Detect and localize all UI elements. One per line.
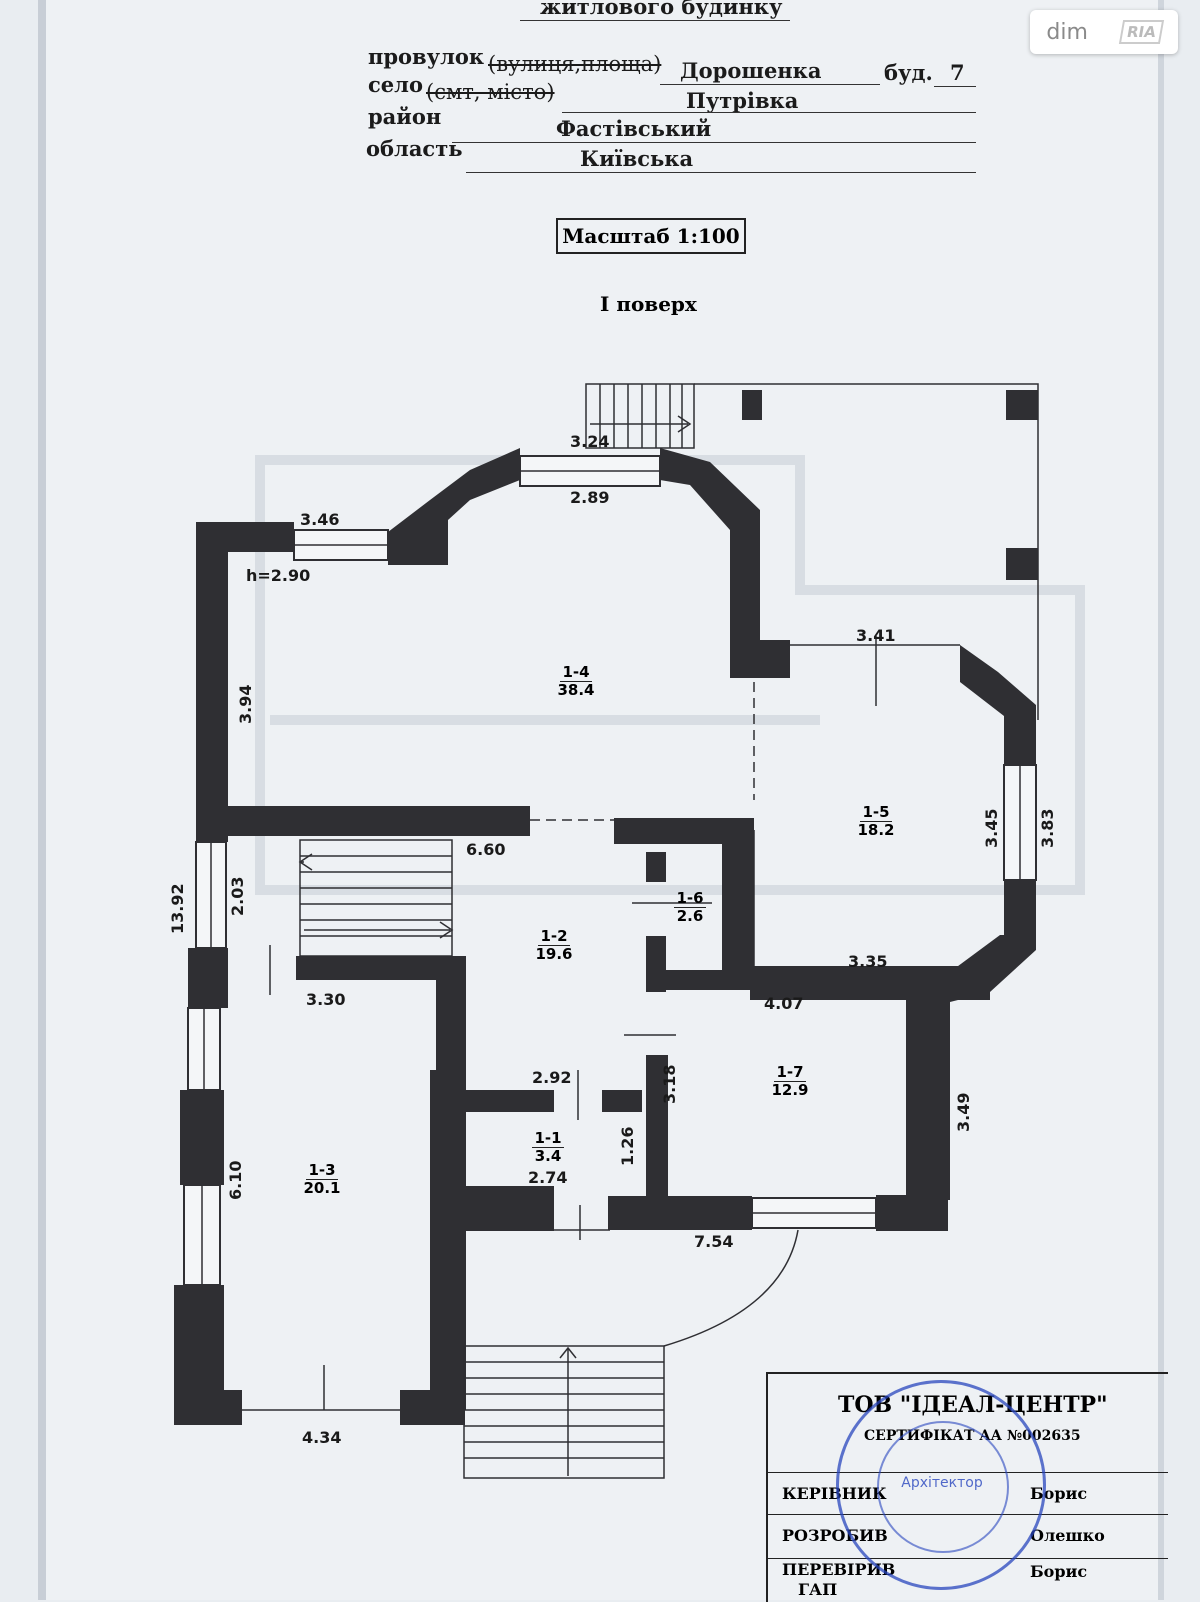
dim-bottom-right: 7.54 xyxy=(694,1232,734,1251)
dim-left-window: 2.03 xyxy=(228,876,247,916)
house-value: 7 xyxy=(950,60,965,85)
name-checker: Борис xyxy=(1030,1562,1088,1581)
role-checker: ПЕРЕВІРИВ xyxy=(782,1560,896,1579)
room-id: 1-2 xyxy=(538,927,570,946)
room-area: 38.4 xyxy=(557,681,595,699)
seal-inner-ring xyxy=(877,1421,1009,1553)
street-struck: (вулиця,площа) xyxy=(488,52,662,76)
room-id: 1-6 xyxy=(674,889,706,908)
village-struck: (смт, місто) xyxy=(426,80,555,104)
house-label: буд. xyxy=(884,60,933,85)
dim-window-left: 3.46 xyxy=(300,510,340,529)
room-area: 2.6 xyxy=(676,907,704,925)
dim-room-1-1-bottom: 2.74 xyxy=(528,1168,568,1187)
village-value: Путрівка xyxy=(686,88,799,113)
dim-room-1-1-right: 1.26 xyxy=(618,1126,637,1166)
dim-hall-lower: 2.92 xyxy=(532,1068,572,1087)
street-value: Дорошенка xyxy=(680,58,822,83)
region-value: Київська xyxy=(580,146,694,171)
dim-left-upper: 3.94 xyxy=(236,684,255,724)
district-line xyxy=(452,142,976,143)
dim-room-1-3-bottom: 4.34 xyxy=(302,1428,342,1447)
room-id: 1-7 xyxy=(774,1063,806,1082)
dim-stair-width: 3.24 xyxy=(570,432,610,451)
dim-room-1-3-top: 3.30 xyxy=(306,990,346,1009)
region-line xyxy=(466,172,976,173)
room-area: 12.9 xyxy=(771,1081,809,1099)
door-ticks xyxy=(269,636,877,1410)
floor-label: І поверх xyxy=(600,292,697,316)
scale-label: Масштаб 1:100 xyxy=(556,218,746,254)
faint-background-plan xyxy=(255,455,1085,895)
dim-room-1-5-top: 3.41 xyxy=(856,626,896,645)
dim-room-1-3-left: 6.10 xyxy=(226,1160,245,1200)
district-label: район xyxy=(368,104,442,129)
dim-total-left: 13.92 xyxy=(168,883,187,934)
binding-spine xyxy=(38,0,46,1600)
room-id: 1-5 xyxy=(860,803,892,822)
room-area: 3.4 xyxy=(534,1147,562,1165)
ceiling-height: h=2.90 xyxy=(246,566,311,585)
dim-room-1-7-top: 4.07 xyxy=(764,994,804,1013)
dim-room-1-7-left: 3.18 xyxy=(660,1064,679,1104)
dim-room-1-5-right: 3.45 xyxy=(982,808,1001,848)
room-id: 1-3 xyxy=(306,1161,338,1180)
room-id: 1-4 xyxy=(560,663,592,682)
gap-label: ГАП xyxy=(798,1580,838,1599)
dim-ria-watermark: dim RIA xyxy=(1030,10,1178,54)
room-area: 19.6 xyxy=(535,945,573,963)
title-underline xyxy=(520,20,790,21)
room-id: 1-1 xyxy=(532,1129,564,1148)
document-title: житлового будинку xyxy=(540,0,783,19)
dim-room-1-5-bottom: 3.35 xyxy=(848,952,888,971)
district-value: Фастівський xyxy=(556,116,712,141)
room-area: 20.1 xyxy=(303,1179,341,1197)
dim-window-top: 2.89 xyxy=(570,488,610,507)
window-lines xyxy=(201,470,1021,1285)
interior-walls xyxy=(228,806,754,1410)
village-label: село xyxy=(368,72,423,97)
seal-text: Архітектор xyxy=(901,1475,983,1491)
dim-bay-right: 3.83 xyxy=(1038,808,1057,848)
dim-hall-width: 6.60 xyxy=(466,840,506,859)
house-line xyxy=(934,86,976,87)
watermark-brand: dim xyxy=(1046,19,1088,45)
street-label: провулок xyxy=(368,44,485,69)
room-area: 18.2 xyxy=(857,821,895,839)
village-line xyxy=(562,112,976,113)
name-developer: Олешко xyxy=(1030,1526,1105,1545)
thin-outlines xyxy=(242,383,1039,1411)
dim-room-1-7-right: 3.49 xyxy=(954,1092,973,1132)
architect-seal: Архітектор xyxy=(836,1380,1046,1590)
region-label: область xyxy=(366,136,463,161)
street-line xyxy=(660,84,880,85)
staircases xyxy=(298,383,799,1479)
